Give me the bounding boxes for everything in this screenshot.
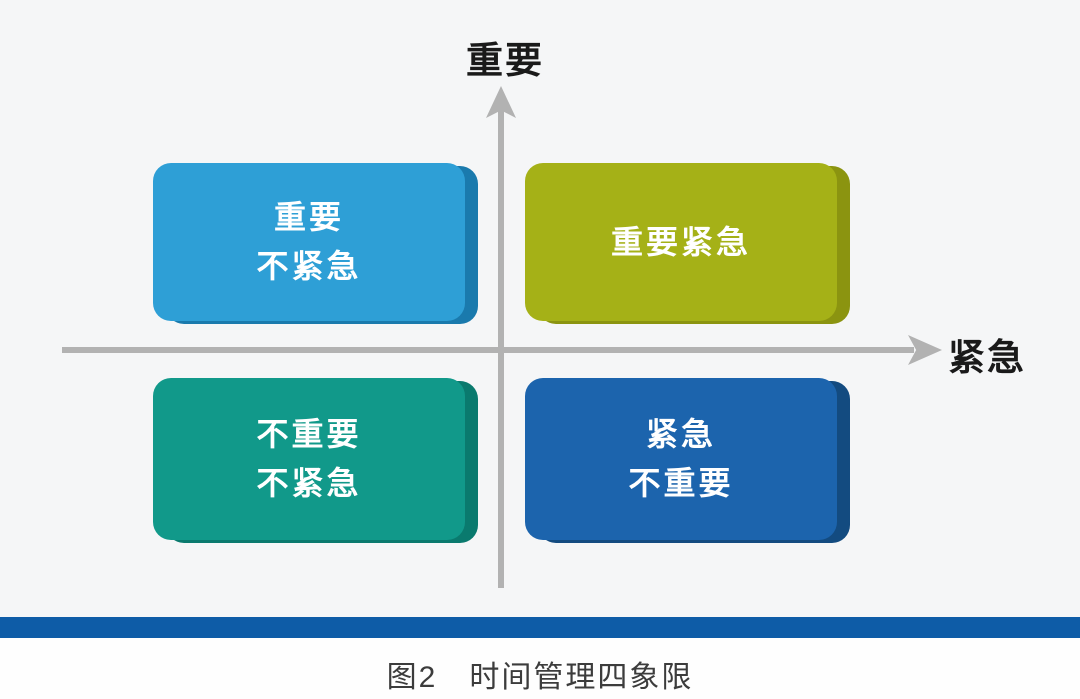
quadrant-face: 紧急 不重要 [525, 378, 837, 540]
quadrant-face: 重要 不紧急 [153, 163, 465, 321]
divider-bar [0, 617, 1080, 638]
quadrant-label-line: 紧急 [645, 416, 716, 452]
quadrant-not-important-not-urgent: 不重要 不紧急 [153, 378, 478, 543]
y-axis-label-important: 重要 [466, 40, 544, 81]
quadrant-label-line: 不紧急 [256, 248, 362, 284]
quadrant-label-line: 重要 [273, 199, 344, 235]
quadrant-urgent-not-important: 紧急 不重要 [525, 378, 850, 543]
quadrant-label-line: 重要紧急 [610, 223, 751, 260]
x-axis-label-urgent: 紧急 [948, 337, 1026, 378]
caption-area: 图2 时间管理四象限 [0, 638, 1080, 699]
figure-caption: 图2 时间管理四象限 [386, 660, 694, 694]
quadrant-face: 重要紧急 [525, 163, 837, 321]
quadrant-important-not-urgent: 重要 不紧急 [153, 163, 478, 324]
quadrant-label-line: 不重要 [256, 416, 362, 452]
horizontal-axis-line [62, 347, 914, 353]
diagram-canvas: 重要 紧急 重要 不紧急 重要紧急 不重要 不紧急 [62, 40, 1026, 588]
quadrant-important-urgent: 重要紧急 [525, 163, 850, 324]
quadrant-label-line: 不重要 [628, 465, 734, 501]
quadrant-label-line: 不紧急 [256, 465, 362, 501]
quadrant-face: 不重要 不紧急 [153, 378, 465, 540]
